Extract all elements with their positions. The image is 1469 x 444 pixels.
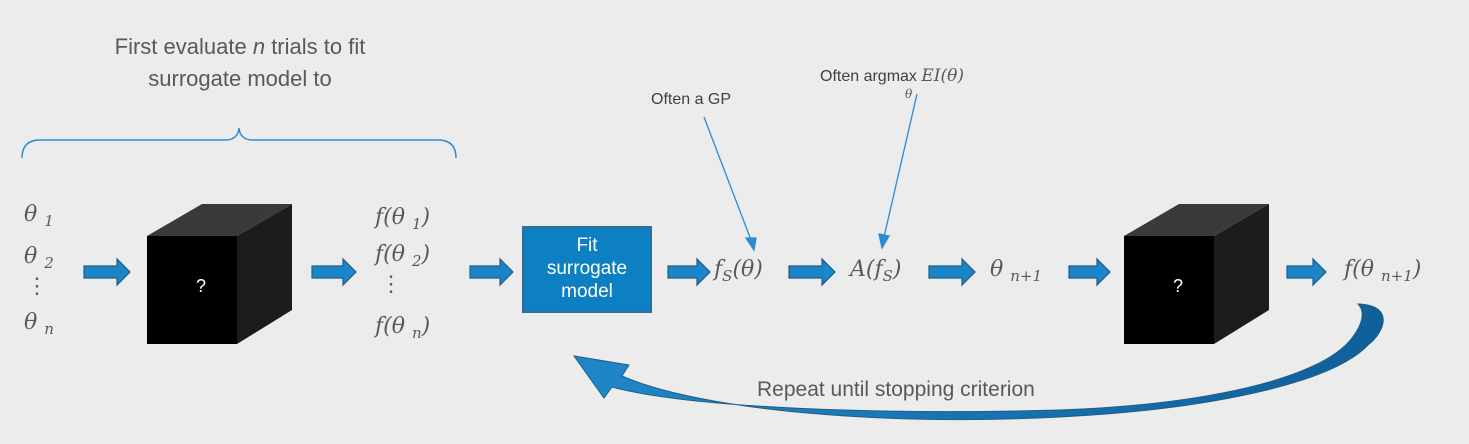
- input-theta-n: θ n: [24, 310, 54, 338]
- output-f-theta-n: f(θ n): [375, 314, 431, 342]
- note-often-gp: Often a GP: [651, 91, 732, 108]
- arrow-icon-8: [1286, 257, 1327, 287]
- input-theta-2: θ 2: [24, 244, 54, 272]
- next-theta: θ n+1: [990, 257, 1043, 285]
- black-box-2-label: ?: [1173, 276, 1184, 296]
- black-box-2: [1124, 204, 1269, 344]
- black-box-1-label: ?: [196, 276, 207, 296]
- loop-back-arrow: [572, 303, 1384, 420]
- note-often-argmax: Often argmax EI(θ): [820, 66, 965, 86]
- arrow-icon-5: [788, 257, 836, 287]
- arrow-icon-1: [83, 257, 131, 287]
- arrow-icon-3: [469, 257, 514, 287]
- arrow-icon-6: [928, 257, 976, 287]
- arrow-icon-7: [1068, 257, 1111, 287]
- arrow-icon-2: [311, 257, 357, 287]
- output-vertical-ellipsis: ⋮: [380, 272, 402, 297]
- input-theta-1: θ 1: [24, 202, 54, 230]
- surrogate-function: fS(θ): [714, 257, 763, 285]
- arrow-icon-4: [667, 257, 711, 287]
- flow-arrows: [83, 257, 1327, 287]
- fit-box-line-2: surrogate: [546, 258, 628, 279]
- acquisition-function: A(fS): [850, 257, 902, 285]
- next-evaluation: f(θ n+1): [1344, 257, 1422, 285]
- fit-box-line-3: model: [561, 281, 613, 302]
- input-vertical-ellipsis: ⋮: [26, 274, 48, 299]
- loop-label: Repeat until stopping criterion: [757, 378, 1035, 401]
- brace-icon: [21, 127, 457, 159]
- diagram-title: First evaluate n trials to fit surrogate…: [114, 34, 366, 91]
- fit-box-line-1: Fit: [576, 235, 598, 256]
- note-argmax-subscript: θ: [905, 87, 913, 101]
- output-f-theta-2: f(θ 2): [375, 242, 431, 270]
- output-f-theta-1: f(θ 1): [375, 205, 431, 233]
- annotation-arrows: [703, 93, 918, 252]
- black-box-1: [147, 204, 292, 344]
- fit-surrogate-model-box: Fit surrogate model: [522, 226, 652, 313]
